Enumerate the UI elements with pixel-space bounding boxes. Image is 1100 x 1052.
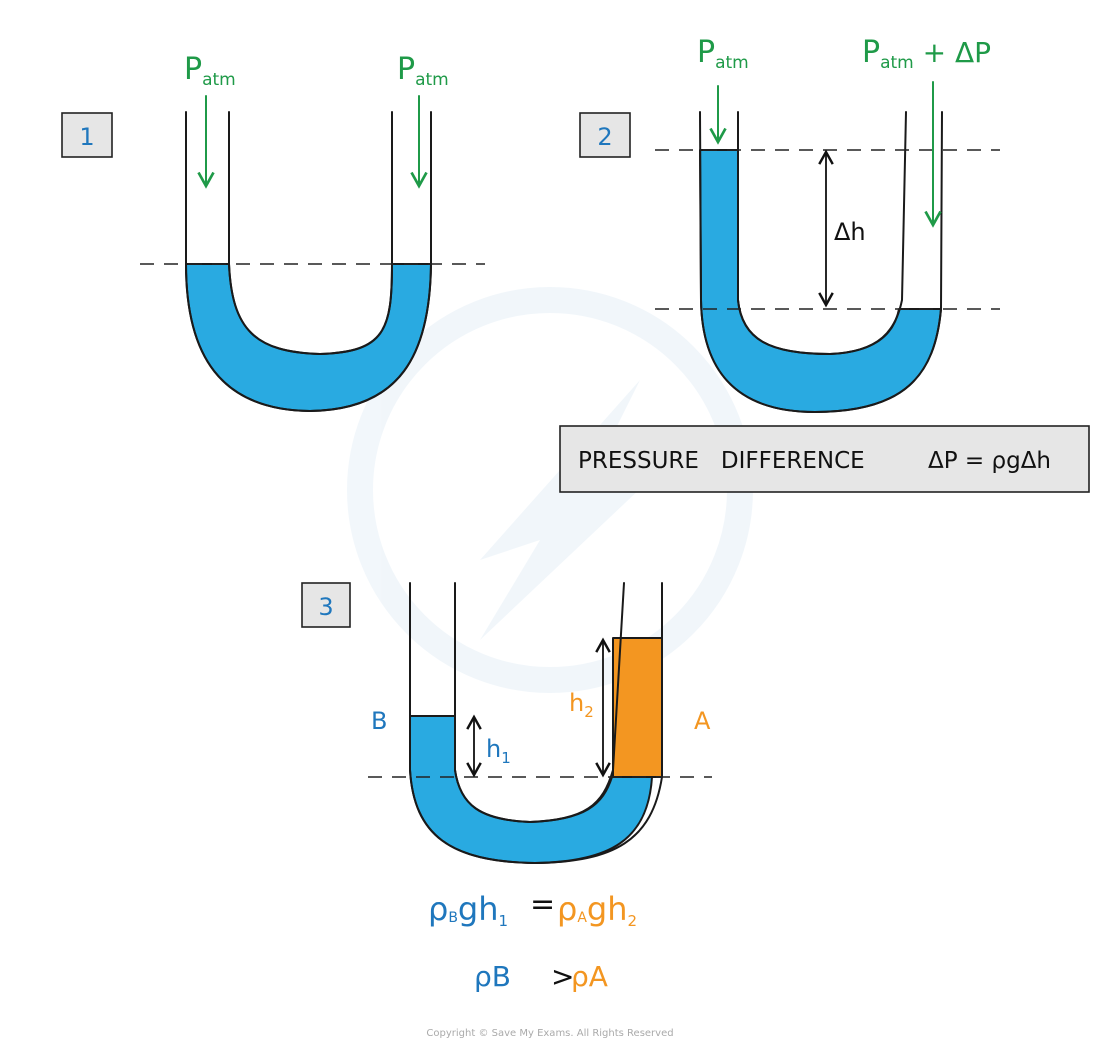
panel-1: 1 Patm Patm [61,52,485,412]
panel-3-tube-outer [409,582,663,864]
formula-box-equation: ΔP = ρgΔh [928,448,1051,474]
pressure-difference-box: PRESSURE DIFFERENCE ΔP = ρgΔh [559,425,1090,493]
panel-2-tube-inner [737,111,907,355]
panel-2: 2 Δh Patm Patm + ΔP [579,35,1000,413]
panel-3-balance-equation: ρBgh1 = ρAgh2 [428,887,637,930]
panel-3-number-box [301,582,351,628]
panel-2-number-box [579,112,631,158]
panel-3-h2-label: h2 [569,689,594,721]
panel-1-number: 1 [79,123,94,151]
panel-1-tube-inner [228,111,393,355]
panel-3-h1-label: h1 [486,735,511,767]
formula-box-background [559,425,1090,493]
panel-1-left-pressure-label: Patm [184,52,236,90]
panel-2-tube-outer [699,111,943,413]
panel-1-number-box [61,112,113,158]
equation-right-side: ρAgh2 [557,890,637,930]
panel-3-label-b: B [371,707,387,735]
formula-box-label: PRESSURE DIFFERENCE [578,448,865,474]
inequality-operator: > [551,960,574,993]
panel-2-right-pressure-label: Patm + ΔP [862,35,991,73]
panel-3: 3 h1 h2 B A ρBgh1 = ρAgh2 ρB > ρA [301,582,712,993]
inequality-right: ρA [571,960,608,993]
equation-equals: = [530,887,555,922]
panel-2-left-pressure-label: Patm [697,35,749,73]
panel-3-label-a: A [694,707,711,735]
panel-3-number: 3 [318,593,333,621]
equation-left-side: ρBgh1 [428,890,508,930]
panel-3-tube-inner [454,582,625,823]
panel-1-tube-outer [185,111,432,412]
inequality-left: ρB [474,960,511,993]
panel-2-height-label: Δh [834,218,866,246]
panel-2-number: 2 [597,123,612,151]
panel-1-right-pressure-label: Patm [397,52,449,90]
copyright-footer: Copyright © Save My Exams. All Rights Re… [426,1028,673,1039]
panel-3-density-inequality: ρB > ρA [474,960,608,993]
